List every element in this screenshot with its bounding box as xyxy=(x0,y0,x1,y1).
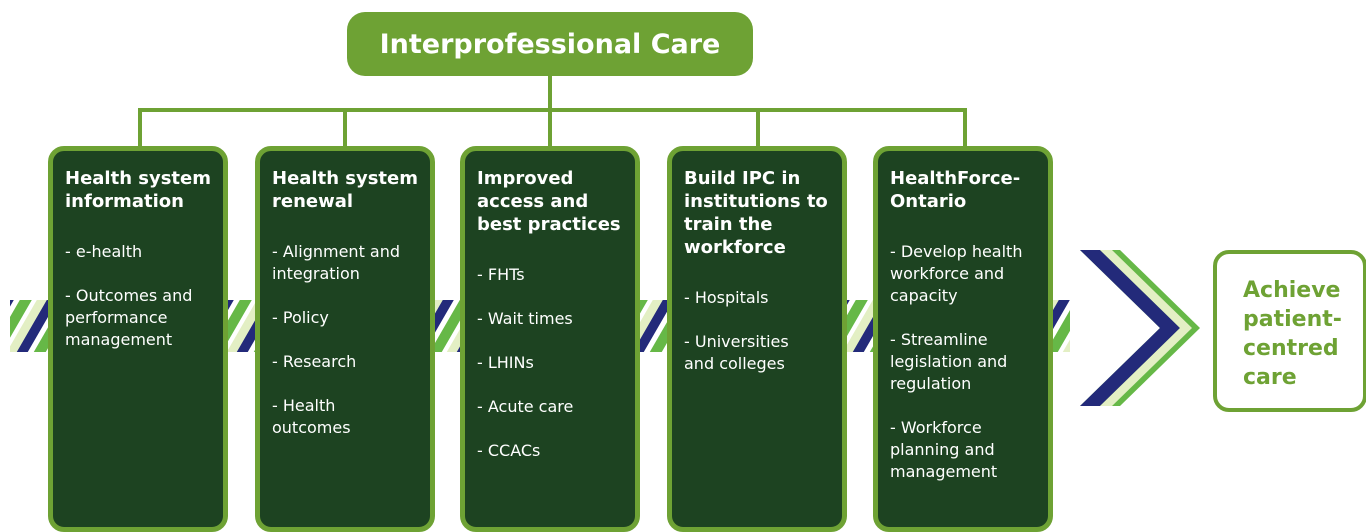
pillar-title: Health system information xyxy=(65,168,212,212)
pillar-item-list: - Develop health workforce and capacity -… xyxy=(890,241,1036,483)
top-title: Interprofessional Care xyxy=(379,28,721,60)
pillar-item: - Hospitals xyxy=(684,288,769,307)
goal-box: Achieve patient- centred care xyxy=(1213,250,1366,412)
pillar-box: Health system information - e-health - Out… xyxy=(48,146,228,532)
pillar-title: Improved access and best practices xyxy=(477,168,621,235)
pillar-item: - Wait times xyxy=(477,309,573,328)
pillar-item: - Research xyxy=(272,352,357,371)
pillar-box: Improved access and best practices - FHTs… xyxy=(460,146,640,532)
pillar-title: HealthForce- Ontario xyxy=(890,168,1021,212)
pillar-title: Health system renewal xyxy=(272,168,419,212)
pillar-item: - Policy xyxy=(272,308,329,327)
pillar-box: Build IPC in institutions to train the w… xyxy=(667,146,847,532)
pillar-item-list: - e-health - Outcomes and performance man… xyxy=(65,241,211,351)
pillar-item: - Universities and colleges xyxy=(684,332,789,373)
pillar-box: Health system renewal - Alignment and int… xyxy=(255,146,435,532)
pillar-item-list: - Hospitals - Universities and colleges xyxy=(684,287,830,375)
pillar-item: - Health outcomes xyxy=(272,396,351,437)
pillar-item: - Workforce planning and management xyxy=(890,418,998,481)
pillar-item: - CCACs xyxy=(477,441,541,460)
pillar-item: - Streamline legislation and regulation xyxy=(890,330,1008,393)
pillar-item: - Alignment and integration xyxy=(272,242,401,283)
pillar-item-list: - Alignment and integration - Policy - Res… xyxy=(272,241,418,439)
pillar-item: - FHTs xyxy=(477,265,525,284)
pillar-item: - Develop health workforce and capacity xyxy=(890,242,1023,305)
pillar-item-list: - FHTs - Wait times - LHINs - Acute care - C… xyxy=(477,264,623,462)
pillar-box: HealthForce- Ontario - Develop health wor… xyxy=(873,146,1053,532)
pillar-item: - LHINs xyxy=(477,353,534,372)
pillar-item: - Acute care xyxy=(477,397,574,416)
interprofessional-care-box: Interprofessional Care xyxy=(347,12,753,76)
rope-arrow xyxy=(1080,250,1200,406)
pillar-title: Build IPC in institutions to train the w… xyxy=(684,168,828,258)
pillar-item: - Outcomes and performance management xyxy=(65,286,193,349)
pillar-item: - e-health xyxy=(65,242,143,261)
